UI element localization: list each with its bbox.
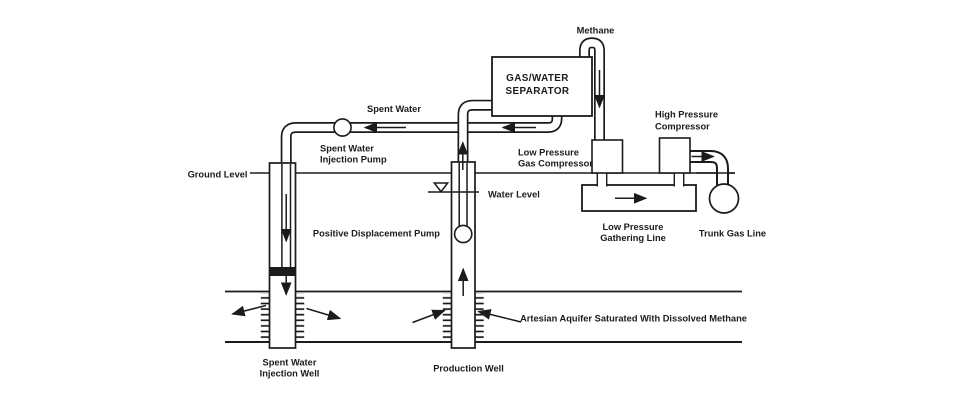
- aquifer-inflow-arrow: [477, 309, 522, 323]
- spent-water-label: Spent Water: [367, 104, 421, 114]
- positive-displacement-pump-label: Positive Displacement Pump: [313, 229, 440, 239]
- spent-water-injection-pump: [333, 118, 352, 137]
- methane-label: Methane: [577, 26, 615, 36]
- high-pressure-compressor-label: Compressor: [655, 122, 710, 132]
- spent-water-injection-well-label: Injection Well: [260, 369, 320, 379]
- high-pressure-compressor-label: High Pressure: [655, 110, 718, 120]
- production-well-label: Production Well: [433, 364, 504, 374]
- aquifer-outflow-arrow: [231, 304, 267, 317]
- production-well: [450, 161, 476, 349]
- production-riser-pipe: [457, 99, 494, 229]
- aquifer-outflow-arrow: [306, 307, 342, 321]
- low-pressure-gathering-line-label: Gathering Line: [600, 233, 666, 243]
- spent-water-injection-pump-label: Injection Pump: [320, 155, 387, 165]
- separator-label: SEPARATOR: [506, 86, 570, 97]
- high-pressure-compressor-box: [658, 137, 691, 174]
- spent-water-injection-well: [268, 162, 297, 349]
- low-pressure-gas-compressor-label: Gas Compressor: [518, 159, 593, 169]
- low-pressure-gas-compressor-label: Low Pressure: [518, 148, 579, 158]
- downhole-pump: [453, 224, 473, 244]
- hp-compressor-stub-pipe: [673, 172, 685, 187]
- ground-level-label: Ground Level: [188, 170, 248, 180]
- artesian-aquifer-label: Artesian Aquifer Saturated With Dissolve…: [520, 314, 747, 324]
- separator-label: GAS/WATER: [506, 73, 569, 84]
- methane-pipe: [579, 37, 605, 142]
- water-level-label: Water Level: [488, 190, 540, 200]
- trunk-gas-line-meter: [708, 183, 740, 214]
- lp-compressor-stub-pipe: [596, 172, 608, 187]
- packer: [269, 267, 296, 276]
- low-pressure-compressor-box: [591, 139, 624, 174]
- water-level-symbol: [428, 182, 479, 193]
- aquifer-inflow-arrow: [412, 309, 446, 324]
- spent-water-pipe: [280, 112, 563, 166]
- low-pressure-gathering-line-label: Low Pressure: [603, 222, 664, 232]
- spent-water-injection-pump-label: Spent Water: [320, 144, 374, 154]
- spent-water-injection-well-label: Spent Water: [263, 358, 317, 368]
- trunk-gas-line-label: Trunk Gas Line: [699, 229, 766, 239]
- trunk-line-pipe: [688, 150, 729, 187]
- gas-water-separator: [491, 56, 593, 117]
